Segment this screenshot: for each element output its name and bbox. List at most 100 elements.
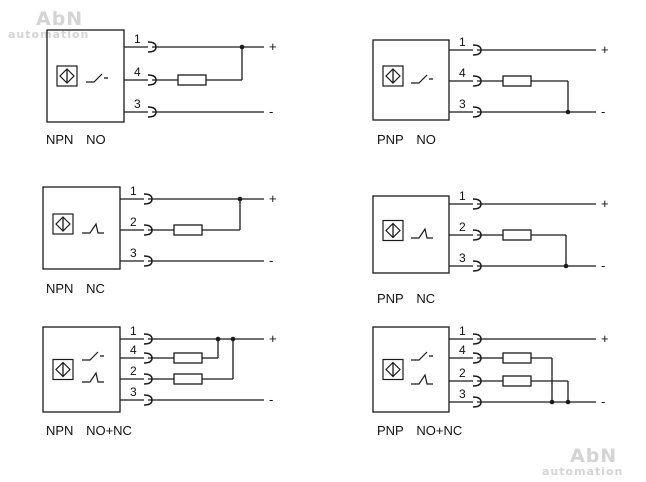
wire-1: 1 bbox=[449, 324, 596, 345]
sensor-body bbox=[372, 39, 450, 121]
caption-npn-no: NPN NO bbox=[46, 132, 106, 147]
watermark-bottom-right: AbN automation bbox=[542, 447, 623, 478]
wire-3: 3 bbox=[449, 251, 596, 272]
wire-2: 2 bbox=[120, 364, 153, 385]
pin-label: 1 bbox=[459, 324, 466, 338]
load-resistor bbox=[477, 375, 571, 405]
junction-dot bbox=[239, 44, 245, 50]
wire-1: 1 bbox=[120, 324, 264, 345]
caption-type: NPN bbox=[46, 423, 74, 438]
caption-type: PNP bbox=[377, 132, 404, 147]
switch-contact bbox=[411, 373, 433, 385]
diagram-pnp-nc: 1 2 3 + - bbox=[372, 189, 609, 274]
resistor-body bbox=[173, 352, 203, 364]
wire-2: 2 bbox=[449, 366, 482, 387]
load-resistor bbox=[148, 336, 221, 364]
pin-label: 4 bbox=[130, 343, 137, 357]
switch-nc-icon bbox=[82, 222, 104, 234]
sensor-symbol-icon bbox=[382, 65, 404, 87]
junction-dot bbox=[230, 336, 236, 342]
pin-label: 3 bbox=[130, 246, 137, 260]
switch-contact bbox=[82, 371, 104, 383]
caption-npn-nc: NPN NC bbox=[46, 281, 105, 296]
wire-4: 4 bbox=[449, 343, 482, 364]
wire-1: 1 bbox=[120, 184, 264, 205]
switch-nc-icon bbox=[82, 371, 104, 383]
wire-3: 3 bbox=[120, 385, 264, 406]
caption-mode: NC bbox=[416, 291, 436, 306]
pin-label: 2 bbox=[459, 366, 466, 380]
junction-dot bbox=[237, 196, 243, 202]
caption-type: NPN bbox=[46, 281, 74, 296]
pin-label: 4 bbox=[459, 343, 466, 357]
watermark-sub: automation bbox=[8, 28, 90, 41]
resistor-body bbox=[502, 352, 532, 364]
sensor-symbol-icon bbox=[56, 65, 78, 87]
sensor-body bbox=[42, 186, 121, 270]
diagram-npn-no: 143+- bbox=[46, 29, 277, 123]
resistor-body bbox=[177, 74, 207, 86]
pin-label: 1 bbox=[130, 184, 137, 198]
wire-3: 3 bbox=[124, 97, 264, 118]
minus-label: - bbox=[269, 104, 273, 119]
symbol-square bbox=[382, 219, 404, 242]
plus-label: + bbox=[601, 331, 609, 346]
caption-mode: NO bbox=[86, 132, 106, 147]
wire-3: 3 bbox=[449, 387, 596, 408]
switch-contact bbox=[411, 74, 428, 84]
pin-label: 2 bbox=[130, 215, 137, 229]
junction-dot bbox=[215, 336, 221, 342]
pin-label: 3 bbox=[459, 97, 466, 111]
load-resistor bbox=[148, 336, 236, 385]
switch-nc-icon bbox=[411, 227, 433, 239]
pin-label: 2 bbox=[459, 220, 466, 234]
watermark-brand: AbN bbox=[36, 8, 84, 30]
plus-label: + bbox=[269, 191, 277, 206]
switch-no-icon bbox=[86, 73, 108, 83]
caption-mode: NO bbox=[416, 132, 436, 147]
diagram-npn-nc: 1 2 3 + - bbox=[42, 184, 277, 270]
minus-label: - bbox=[601, 258, 605, 273]
resistor-body bbox=[502, 229, 532, 241]
pin-label: 4 bbox=[459, 66, 466, 80]
wire-4: 4 bbox=[120, 343, 153, 364]
symbol-square bbox=[382, 65, 404, 87]
symbol-square bbox=[52, 213, 74, 235]
sensor-body bbox=[372, 326, 450, 413]
wire-2: 2 bbox=[449, 220, 482, 241]
plus-label: + bbox=[601, 196, 609, 211]
sensor-symbol-icon bbox=[52, 358, 74, 381]
switch-contact bbox=[411, 227, 433, 239]
caption-pnp-no: PNP NO bbox=[377, 132, 436, 147]
pin-label: 3 bbox=[459, 387, 466, 401]
switch-contact bbox=[82, 351, 99, 361]
resistor-body bbox=[502, 75, 532, 87]
junction-dot bbox=[563, 263, 569, 269]
load-resistor bbox=[477, 352, 555, 405]
symbol-square bbox=[56, 65, 78, 87]
wire-1: 1 bbox=[124, 32, 264, 53]
sensor-symbol-icon bbox=[382, 358, 404, 381]
switch-no-icon bbox=[411, 351, 433, 361]
wire-4: 4 bbox=[124, 65, 157, 86]
pin-label: 1 bbox=[459, 35, 466, 49]
switch-contact bbox=[82, 222, 104, 234]
pin-label: 4 bbox=[134, 65, 141, 79]
minus-label: - bbox=[269, 253, 273, 268]
caption-pnp-nc: PNP NC bbox=[377, 291, 435, 306]
sensor-symbol-icon bbox=[52, 213, 74, 235]
plus-label: + bbox=[601, 42, 609, 57]
sensor-symbol-icon bbox=[382, 219, 404, 242]
resistor-body bbox=[173, 373, 203, 385]
pin-label: 1 bbox=[459, 189, 466, 203]
sensor-body bbox=[372, 195, 450, 274]
pin-label: 1 bbox=[134, 32, 141, 46]
junction-dot bbox=[549, 399, 555, 405]
caption-type: PNP bbox=[377, 423, 404, 438]
minus-label: - bbox=[601, 104, 605, 119]
caption-mode: NO+NC bbox=[86, 423, 132, 438]
caption-npn-nonc: NPN NO+NC bbox=[46, 423, 132, 438]
watermark-sub: automation bbox=[542, 465, 624, 478]
